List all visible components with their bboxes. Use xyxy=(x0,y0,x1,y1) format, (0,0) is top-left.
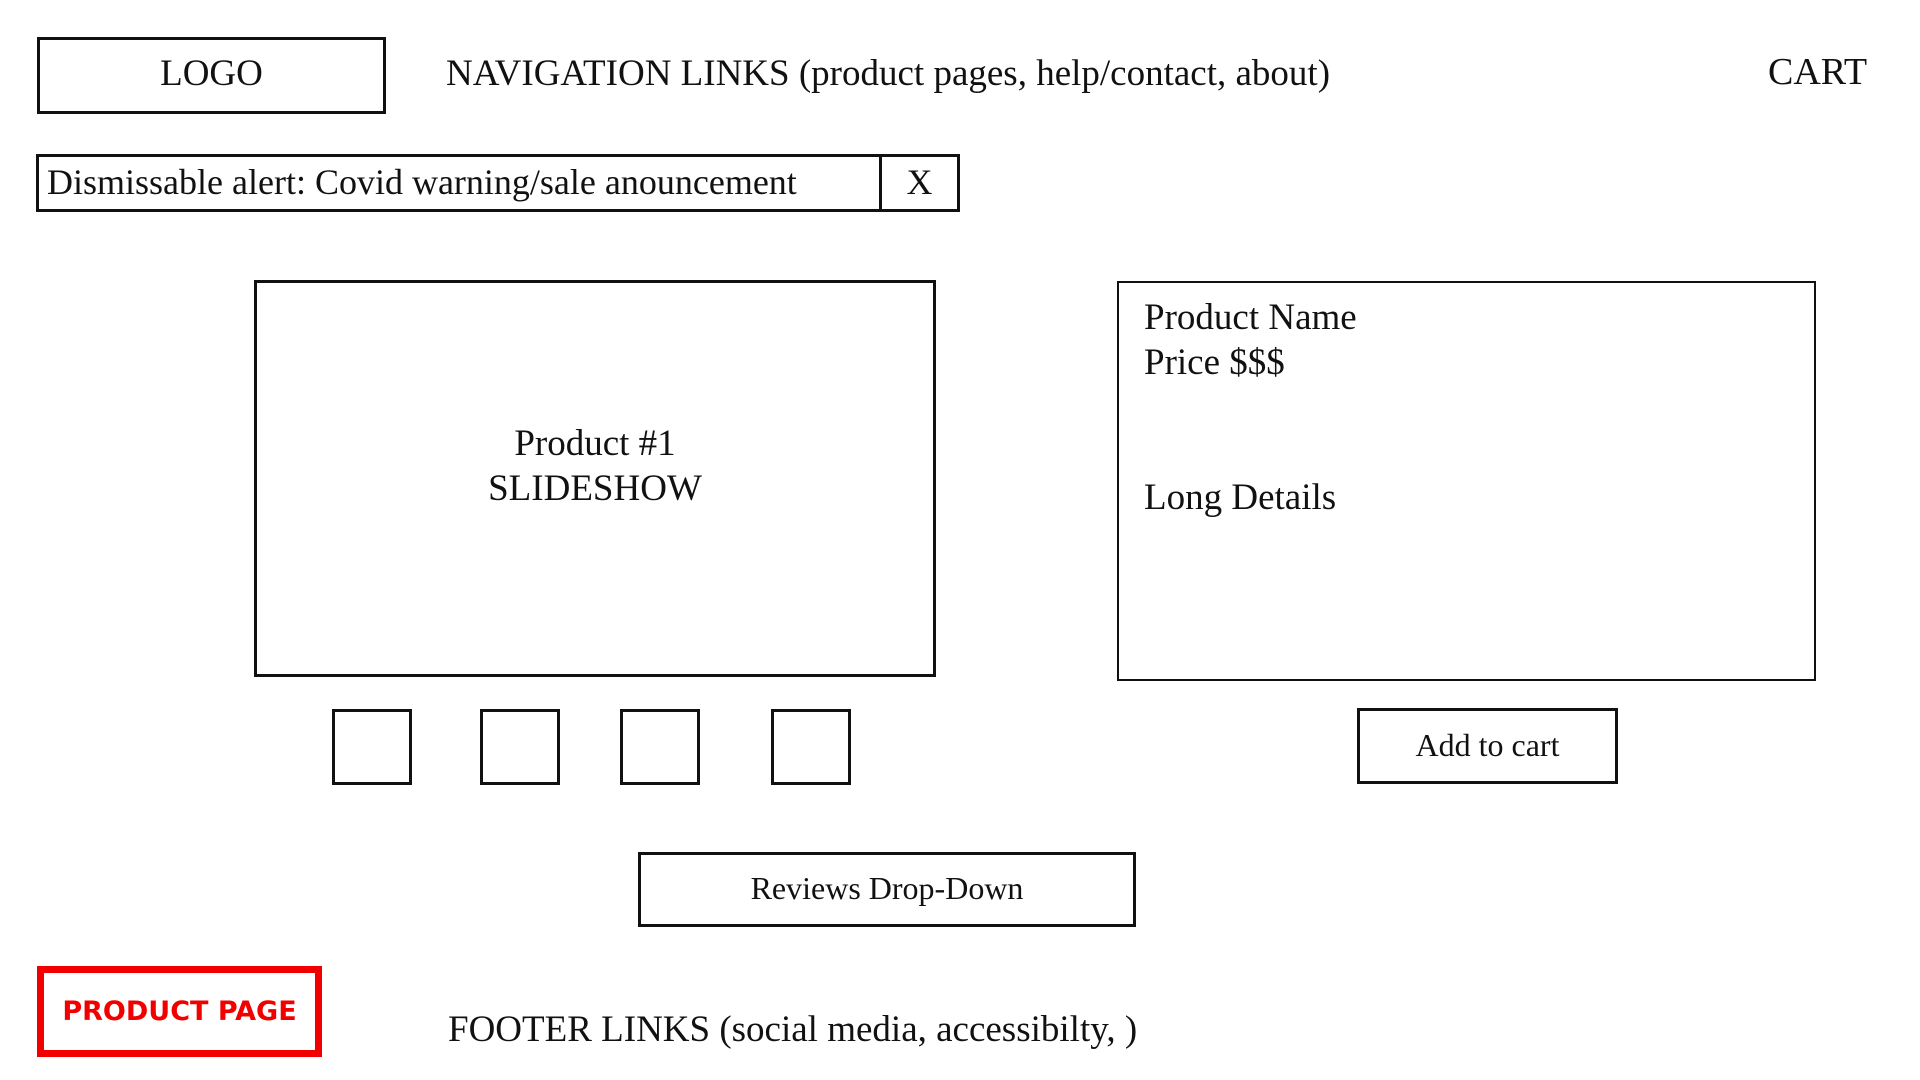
dismissable-alert: Dismissable alert: Covid warning/sale an… xyxy=(36,154,960,212)
product-price: Price $$$ xyxy=(1144,342,1285,383)
alert-close-button[interactable]: X xyxy=(879,157,957,209)
slideshow-thumbnail-1[interactable] xyxy=(332,709,412,785)
alert-text: Dismissable alert: Covid warning/sale an… xyxy=(47,162,797,202)
product-slideshow[interactable]: Product #1 SLIDESHOW xyxy=(254,280,936,677)
navigation-links[interactable]: NAVIGATION LINKS (product pages, help/co… xyxy=(446,53,1331,94)
footer-links[interactable]: FOOTER LINKS (social media, accessibilty… xyxy=(448,1009,1138,1050)
product-long-details: Long Details xyxy=(1144,477,1337,518)
slideshow-thumbnail-2[interactable] xyxy=(480,709,560,785)
slideshow-thumbnail-3[interactable] xyxy=(620,709,700,785)
product-name: Product Name xyxy=(1144,297,1357,338)
slideshow-label-line2: SLIDESHOW xyxy=(488,468,702,509)
slideshow-label-line1: Product #1 xyxy=(514,423,676,464)
slideshow-label: Product #1 SLIDESHOW xyxy=(257,421,933,511)
product-details-content: Product Name Price $$$ Long Details xyxy=(1144,295,1357,520)
slideshow-thumbnail-4[interactable] xyxy=(771,709,851,785)
logo[interactable]: LOGO xyxy=(37,37,386,114)
cart-link[interactable]: CART xyxy=(1768,51,1868,93)
product-details-panel: Product Name Price $$$ Long Details xyxy=(1117,281,1816,681)
reviews-dropdown[interactable]: Reviews Drop-Down xyxy=(638,852,1136,927)
page-type-tag: PRODUCT PAGE xyxy=(37,966,322,1057)
add-to-cart-button[interactable]: Add to cart xyxy=(1357,708,1618,784)
